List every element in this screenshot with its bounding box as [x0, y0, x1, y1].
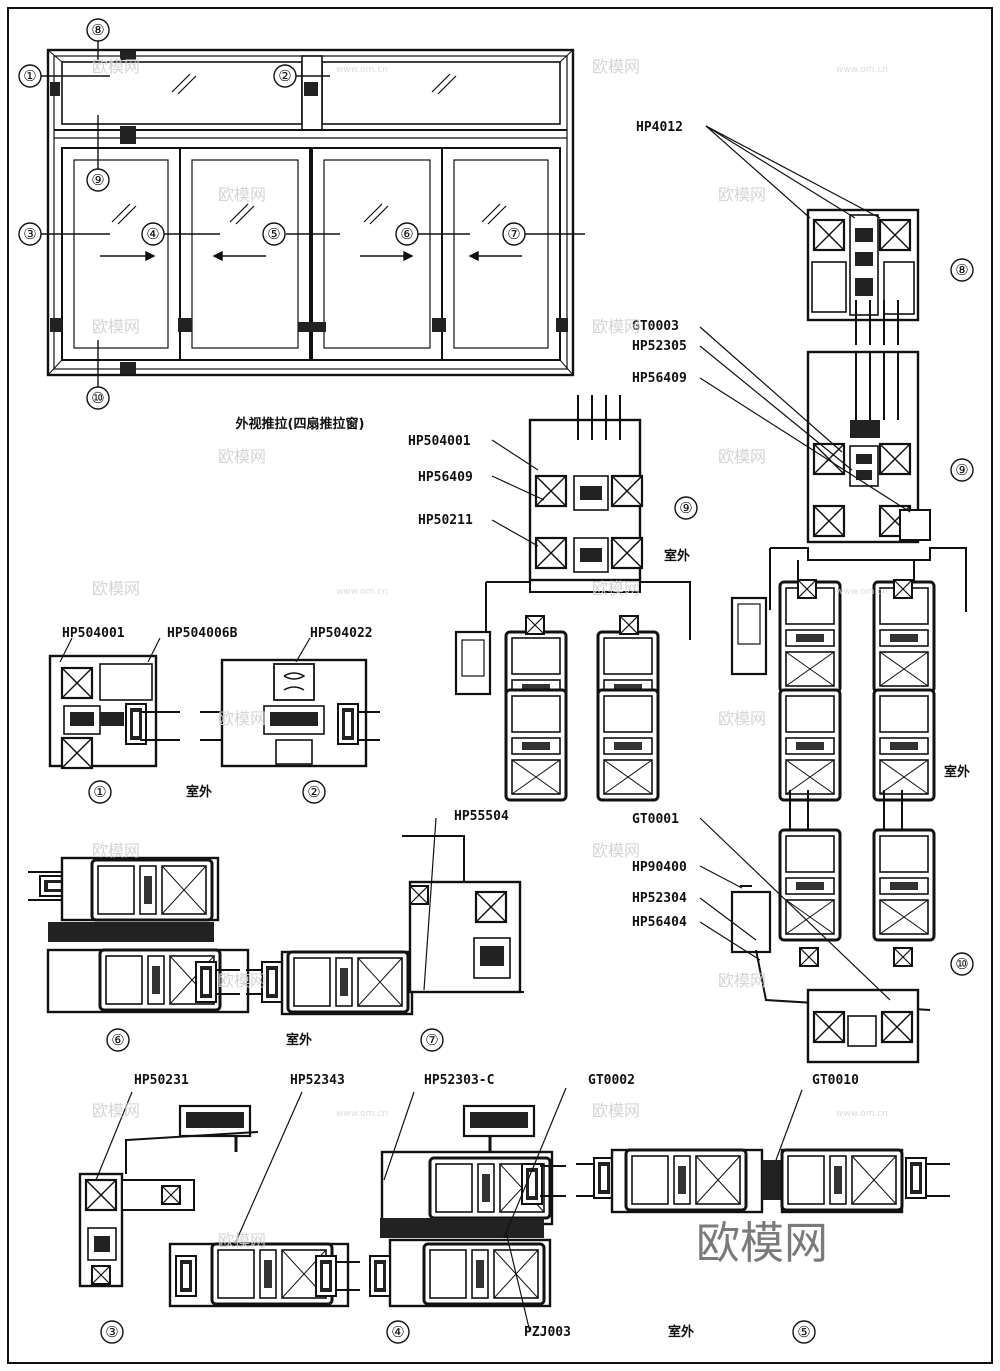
callout-3: ③ [23, 225, 36, 243]
watermark-text: 欧模网 [92, 841, 140, 860]
callout-8: ⑧ [91, 21, 104, 39]
label-hp56404: HP56404 [632, 915, 687, 930]
section-9-number: ⑨ [955, 461, 968, 479]
watermark-text: 欧模网 [718, 709, 766, 728]
section-1-number: ① [93, 783, 106, 801]
label-hp52343: HP52343 [290, 1073, 345, 1088]
watermark-text: 欧模网 [592, 57, 640, 76]
section-7-number: ⑦ [425, 1031, 438, 1049]
label-hp90400: HP90400 [632, 860, 687, 875]
section-6: ⑥ [28, 856, 250, 1052]
outside-label-345: 室外 [668, 1324, 694, 1340]
drawing-title: 外视推拉(四扇推拉窗) [235, 416, 365, 432]
watermark-text: 欧模网 [718, 447, 766, 466]
label-hp56409-b: HP56409 [418, 470, 473, 485]
section-2: ② [59, 637, 380, 804]
callout-4: ④ [146, 225, 159, 243]
label-hp50211: HP50211 [418, 513, 473, 528]
watermark-text: 欧模网 [92, 317, 140, 336]
label-hp504001-a: HP504001 [408, 434, 471, 449]
watermark-text: 欧模网 [92, 579, 140, 598]
watermark-url: www.om.cn [336, 65, 388, 75]
watermark-logo: 欧模网 [696, 1218, 828, 1269]
watermark-text: 欧模网 [218, 709, 266, 728]
callout-5: ⑤ [267, 225, 280, 243]
sheet-border [7, 7, 993, 1364]
label-hp504001-b: HP504001 [62, 626, 125, 641]
label-hp52305: HP52305 [632, 339, 687, 354]
watermark-text: 欧模网 [92, 57, 140, 76]
section-1: ① [48, 654, 180, 804]
label-hp56409-a: HP56409 [632, 371, 687, 386]
callout-1: ① [23, 67, 36, 85]
label-hp4012: HP4012 [636, 120, 683, 135]
outside-label-12: 室外 [186, 784, 212, 800]
outside-label-67: 室外 [286, 1032, 312, 1048]
window-elevation: ① ② ⑧ ⑨ ③ ④ ⑤ ⑥ ⑦ ⑩ [18, 18, 585, 410]
section-5: ⑤ [576, 1089, 950, 1344]
watermark-url: www.om.cn [836, 587, 888, 597]
section-8: ⑧ [705, 125, 974, 345]
watermark-text: 欧模网 [592, 841, 640, 860]
watermark-text: 欧模网 [718, 185, 766, 204]
section-7: ⑦ [246, 817, 524, 1052]
callout-10: ⑩ [91, 389, 104, 407]
label-hp50231: HP50231 [134, 1073, 189, 1088]
section-10: ⑩ [699, 790, 974, 1064]
callout-6: ⑥ [400, 225, 413, 243]
callout-9: ⑨ [91, 171, 104, 189]
label-gt0002: GT0002 [588, 1073, 635, 1088]
section-9-mid-number: ⑨ [679, 499, 692, 517]
watermark-text: 欧模网 [718, 971, 766, 990]
section-3-number: ③ [105, 1323, 118, 1341]
section-5-number: ⑤ [797, 1323, 810, 1341]
watermark-text: 欧模网 [592, 579, 640, 598]
label-pzj003: PZJ003 [524, 1325, 571, 1340]
section-3: ③ [78, 1091, 360, 1344]
label-hp52304: HP52304 [632, 891, 687, 906]
watermark-text: 欧模网 [218, 447, 266, 466]
callout-7: ⑦ [507, 225, 520, 243]
label-hp52303c: HP52303-C [424, 1073, 494, 1088]
label-gt0003: GT0003 [632, 319, 679, 334]
outside-label-right: 室外 [944, 764, 970, 780]
section-4: ④ [369, 1087, 567, 1344]
watermark-text: 欧模网 [92, 1101, 140, 1120]
watermark-url: www.om.cn [836, 65, 888, 75]
watermark-layer: 欧模网 欧模网 欧模网 欧模网 欧模网 欧模网 欧模网 欧模网 欧模网 欧模网 … [92, 57, 888, 1250]
watermark-text: 欧模网 [218, 185, 266, 204]
section-9-mid: ⑨ [454, 395, 698, 802]
section-9: ⑨ [699, 326, 974, 802]
watermark-text: 欧模网 [218, 1231, 266, 1250]
section-8-number: ⑧ [955, 261, 968, 279]
label-hp504006b: HP504006B [167, 626, 238, 641]
outside-label-mid: 室外 [664, 548, 690, 564]
section-2-number: ② [307, 783, 320, 801]
section-6-number: ⑥ [111, 1031, 124, 1049]
label-hp504022: HP504022 [310, 626, 373, 641]
watermark-text: 欧模网 [592, 317, 640, 336]
watermark-url: www.om.cn [336, 1109, 388, 1119]
section-4-number: ④ [391, 1323, 404, 1341]
watermark-text: 欧模网 [592, 1101, 640, 1120]
watermark-url: www.om.cn [836, 1109, 888, 1119]
callout-2: ② [278, 67, 291, 85]
section-10-number: ⑩ [955, 955, 968, 973]
label-gt0001: GT0001 [632, 812, 679, 827]
watermark-url: www.om.cn [336, 587, 388, 597]
label-hp55504: HP55504 [454, 809, 509, 824]
watermark-text: 欧模网 [218, 971, 266, 990]
label-gt0010: GT0010 [812, 1073, 859, 1088]
